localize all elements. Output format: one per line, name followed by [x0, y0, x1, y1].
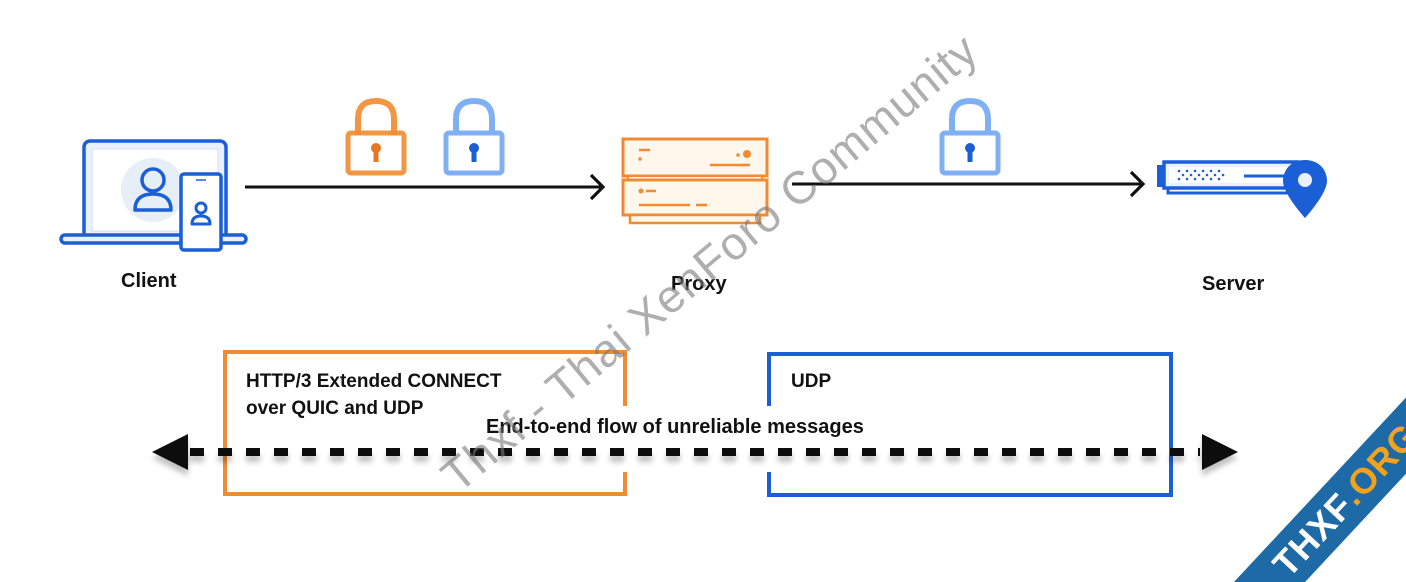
box-gap: [764, 406, 776, 472]
segment-label-udp: UDP: [791, 371, 832, 392]
ribbon-banner: THXF.ORG: [1217, 382, 1406, 582]
lock-icon-blue: [443, 97, 505, 176]
arrow-proxy-to-server: [792, 170, 1146, 198]
arrow-client-to-proxy: [245, 173, 606, 201]
server-icon: [1157, 160, 1327, 218]
corner-ribbon: THXF.ORG: [1216, 382, 1406, 582]
lock-icon-orange: [345, 97, 407, 176]
client-icon: [59, 139, 248, 252]
proxy-server-icon: [621, 137, 769, 225]
flow-arrowhead-right: [1202, 434, 1238, 470]
flow-arrowhead-left: [152, 434, 188, 470]
segment-label-http3-line2: over QUIC and UDP: [246, 398, 424, 419]
segment-label-http3-line1: HTTP/3 Extended CONNECT: [246, 371, 502, 392]
proxy-label: Proxy: [671, 273, 727, 295]
flow-arrow-bidirectional: [152, 434, 1238, 470]
server-label: Server: [1202, 273, 1265, 295]
flow-label: End-to-end flow of unreliable messages: [486, 416, 864, 438]
lock-icon-blue: [939, 97, 1001, 176]
client-label: Client: [121, 270, 177, 292]
